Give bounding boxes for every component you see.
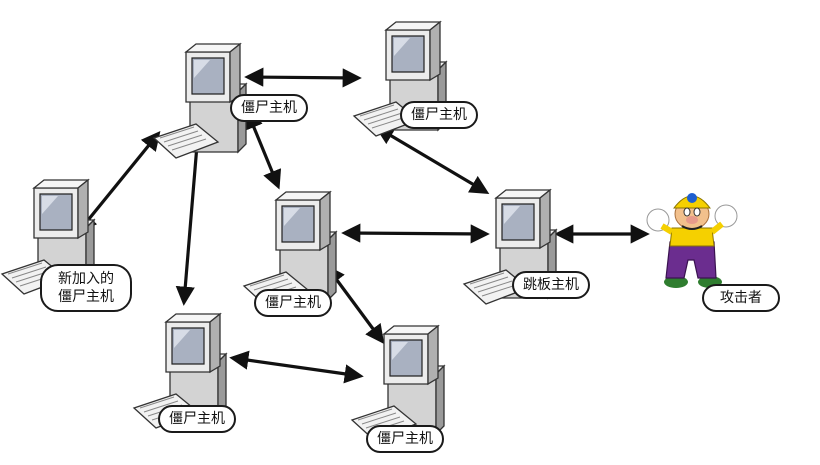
computer-icon bbox=[351, 325, 445, 441]
label-new-zombie-line1: 新加入的 bbox=[58, 271, 114, 287]
arrow-center-to-bottom-right bbox=[325, 264, 385, 345]
label-zombie-bottom-left: 僵尸主机 bbox=[158, 405, 236, 433]
label-new-zombie: 新加入的 僵尸主机 bbox=[40, 264, 132, 312]
label-zombie-top-right: 僵尸主机 bbox=[400, 101, 478, 129]
arrow-top-right-to-jump bbox=[374, 126, 490, 194]
label-zombie-bottom-right: 僵尸主机 bbox=[366, 425, 444, 453]
arrow-bottom-left-to-bottom-right bbox=[229, 350, 364, 384]
label-zombie-top: 僵尸主机 bbox=[230, 94, 308, 122]
arrow-top-to-center bbox=[244, 109, 282, 190]
label-attacker: 攻击者 bbox=[702, 284, 780, 312]
attacker-character-icon bbox=[646, 193, 738, 288]
arrow-top-to-top-right bbox=[244, 67, 362, 88]
label-jump-host: 跳板主机 bbox=[512, 271, 590, 299]
label-new-zombie-line2: 僵尸主机 bbox=[58, 289, 114, 305]
arrow-top-to-new bbox=[77, 131, 161, 233]
connection-arrows bbox=[77, 67, 650, 384]
label-zombie-center: 僵尸主机 bbox=[254, 289, 332, 317]
arrow-center-to-jump bbox=[341, 223, 490, 244]
arrow-top-to-bottom-left bbox=[175, 129, 207, 306]
